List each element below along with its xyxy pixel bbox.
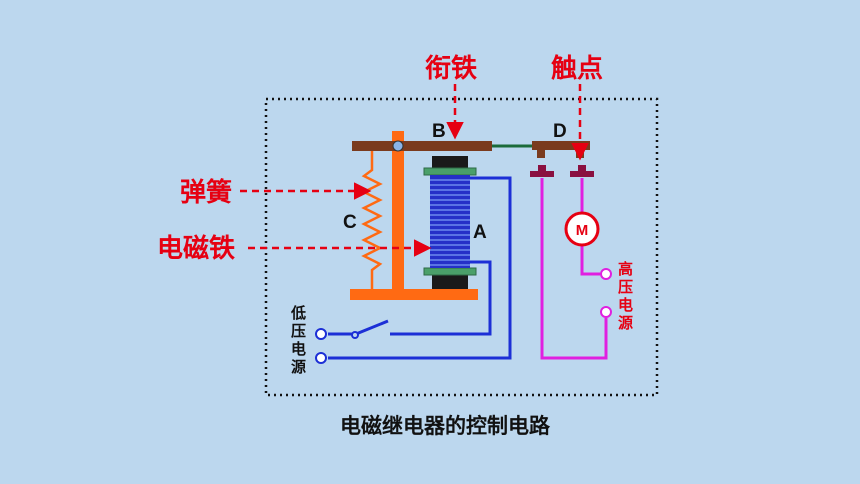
svg-text:压: 压: [618, 278, 633, 296]
motor: [564, 211, 600, 247]
work-wire-motor: [580, 246, 600, 276]
motor-label: M: [576, 222, 589, 239]
low-voltage-label: 低 压 电 源: [290, 304, 306, 376]
core-top-cap: [432, 156, 468, 168]
work-wire-left: [540, 178, 608, 360]
svg-text:源: 源: [291, 358, 306, 376]
electromagnet-label: 电磁铁: [157, 233, 235, 264]
core-bottom-cap: [432, 275, 468, 289]
svg-text:低: 低: [290, 304, 306, 322]
armature-bar: [352, 141, 492, 151]
svg-text:电: 电: [618, 296, 633, 314]
letter-c: C: [343, 212, 357, 233]
lever-contact-left: [537, 150, 545, 158]
frame-base: [350, 289, 478, 300]
control-wire-bottom: [390, 260, 492, 336]
coil-flange-bottom: [423, 267, 477, 276]
switch-lever[interactable]: [355, 319, 389, 336]
frame-vertical: [392, 131, 404, 291]
svg-text:高: 高: [618, 260, 633, 278]
spring-label: 弹簧: [180, 177, 232, 208]
letter-b: B: [432, 121, 446, 142]
switch-pivot: [351, 331, 359, 339]
low-terminal-top[interactable]: [315, 328, 327, 340]
coil-flange-top: [423, 167, 477, 176]
svg-text:源: 源: [618, 314, 633, 332]
svg-text:压: 压: [291, 322, 306, 340]
fixed-contact-left: [530, 165, 554, 177]
contact-label: 触点: [551, 53, 603, 84]
coil-body: [430, 175, 470, 268]
high-terminal-top[interactable]: [600, 268, 612, 280]
high-terminal-bottom[interactable]: [600, 306, 612, 318]
fixed-contact-right: [570, 165, 594, 177]
letter-a: A: [473, 222, 487, 243]
armature-pivot: [392, 140, 404, 152]
high-voltage-label: 高 压 电 源: [618, 260, 633, 332]
svg-text:电: 电: [291, 340, 306, 358]
letter-d: D: [553, 121, 567, 142]
spring-coil: [361, 151, 383, 291]
control-wire-top: [328, 176, 512, 360]
armature-label: 衔铁: [425, 53, 477, 84]
coil-windings: [430, 179, 470, 266]
low-terminal-bottom[interactable]: [315, 352, 327, 364]
contact-lever: [532, 141, 590, 150]
caption: 电磁继电器的控制电路: [340, 414, 551, 438]
